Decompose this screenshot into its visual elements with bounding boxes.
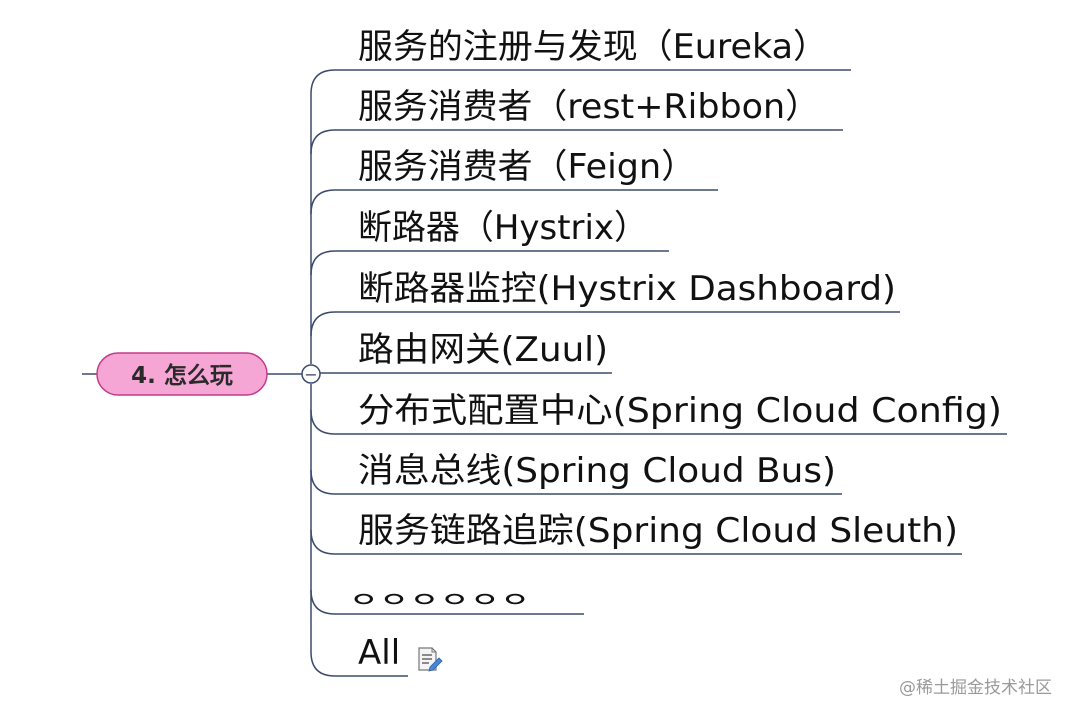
- branch-topic-spring-cloud-sleuth[interactable]: 服务链路追踪(Spring Cloud Sleuth): [358, 511, 958, 551]
- branch-trunk-lower: [310, 384, 408, 677]
- branch-elbow-9: [310, 529, 962, 555]
- branch-topic-feign[interactable]: 服务消费者（Feign）: [358, 147, 696, 187]
- root-topic-box: [96, 352, 268, 396]
- branch-elbow-3: [310, 189, 718, 215]
- branch-elbow-10: [310, 589, 584, 615]
- branch-elbow-4: [310, 250, 669, 276]
- branch-connectors: [82, 69, 1007, 677]
- branch-elbow-5: [310, 311, 900, 337]
- branch-topic-hystrix-dashboard[interactable]: 断路器监控(Hystrix Dashboard): [358, 269, 896, 309]
- branch-topic-ellipsis[interactable]: 。。。。。。: [352, 571, 564, 611]
- root-topic[interactable]: 4. 怎么玩: [96, 352, 268, 396]
- branch-topics: 服务的注册与发现（Eureka） 服务消费者（rest+Ribbon） 服务消费…: [352, 27, 1002, 673]
- branch-topic-spring-cloud-bus[interactable]: 消息总线(Spring Cloud Bus): [358, 451, 836, 491]
- minus-icon: −: [304, 365, 317, 384]
- note-icon[interactable]: [418, 647, 443, 672]
- branch-topic-zuul[interactable]: 路由网关(Zuul): [358, 330, 608, 370]
- collapse-toggle-button[interactable]: −: [301, 364, 321, 384]
- branch-elbow-8: [310, 469, 842, 495]
- branch-topic-hystrix[interactable]: 断路器（Hystrix）: [358, 208, 648, 248]
- branch-trunk-upper: [310, 69, 851, 364]
- branch-topic-spring-cloud-config[interactable]: 分布式配置中心(Spring Cloud Config): [358, 391, 1002, 431]
- branch-topic-eureka[interactable]: 服务的注册与发现（Eureka）: [358, 27, 828, 67]
- root-topic-label: 4. 怎么玩: [131, 362, 233, 389]
- watermark-text: @稀土掘金技术社区: [899, 678, 1052, 698]
- branch-elbow-2: [310, 129, 843, 155]
- branch-elbow-7: [310, 409, 1007, 435]
- branch-topic-all[interactable]: All: [358, 633, 400, 673]
- branch-topic-rest-ribbon[interactable]: 服务消费者（rest+Ribbon）: [358, 87, 820, 127]
